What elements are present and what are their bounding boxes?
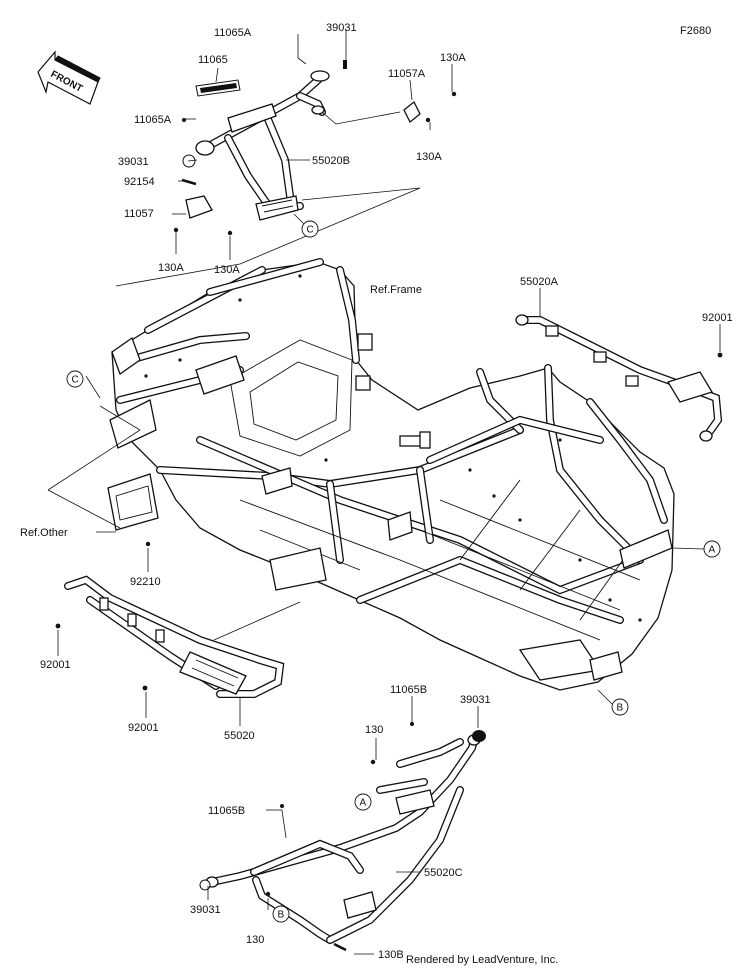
bolt-92001-right — [717, 352, 723, 358]
part-label-92001-right: 92001 — [702, 312, 733, 324]
part-label-130A-bl: 130A — [158, 262, 184, 274]
part-label-130A-right: 130A — [416, 151, 442, 163]
part-label-130B: 130B — [378, 949, 404, 961]
part-label-130A-br: 130A — [214, 264, 240, 276]
callout-A-right: A — [703, 540, 721, 558]
part-label-ref-frame: Ref.Frame — [370, 284, 422, 296]
part-label-11065B-bottom: 11065B — [208, 805, 245, 817]
part-label-11057: 11057 — [124, 208, 154, 220]
part-label-39031-bottom: 39031 — [190, 904, 221, 916]
cap-39031-right — [472, 730, 486, 742]
main-frame — [109, 258, 675, 691]
diagram-code: F2680 — [680, 25, 711, 37]
svg-text:C: C — [307, 225, 314, 236]
bumper-55020C — [205, 734, 481, 944]
part-label-11065: 11065 — [198, 54, 228, 66]
bolt-92210 — [145, 541, 151, 547]
svg-text:A: A — [360, 798, 367, 809]
bolt-130B — [333, 942, 347, 952]
bolt-92001-left — [55, 623, 61, 629]
bolt-130A-right — [425, 117, 431, 123]
callout-B-right: B — [611, 698, 629, 716]
bolt-130A-br — [227, 230, 233, 236]
part-label-11057A: 11057A — [388, 68, 426, 80]
front-guard-55020B — [185, 70, 421, 221]
part-label-55020: 55020 — [224, 730, 255, 742]
bolt-92001-mid — [142, 685, 148, 691]
part-label-11065B-top: 11065B — [390, 684, 427, 696]
part-label-92154: 92154 — [124, 176, 155, 188]
bolt-11065B-top — [410, 722, 414, 726]
part-label-39031-top: 39031 — [326, 22, 357, 34]
part-label-11065A-top: 11065A — [214, 27, 252, 39]
part-label-55020C: 55020C — [424, 867, 463, 879]
callout-B-bottom: B — [272, 905, 290, 923]
bolt-130-bottom — [265, 891, 271, 897]
bolt-39031-top — [343, 60, 347, 69]
callout-C-left: C — [66, 370, 84, 388]
callout-C-top: C — [301, 220, 319, 238]
side-step-55020 — [64, 575, 285, 698]
part-label-130A-top: 130A — [440, 52, 466, 64]
callout-A-bottom: A — [354, 793, 372, 811]
svg-text:A: A — [709, 545, 716, 556]
bolt-130A-bl — [173, 227, 179, 233]
plate-ref-other — [107, 473, 159, 531]
part-label-55020A: 55020A — [520, 276, 559, 288]
front-arrow-icon: FRONT — [37, 50, 101, 105]
cap-39031-bottom — [199, 879, 211, 891]
part-label-92210: 92210 — [130, 576, 161, 588]
svg-text:B: B — [617, 703, 624, 714]
part-label-92001-mid: 92001 — [128, 722, 159, 734]
bolt-130 — [370, 759, 376, 765]
part-label-130-bottom: 130 — [246, 934, 264, 946]
part-label-55020B: 55020B — [312, 155, 350, 167]
part-label-92001-left: 92001 — [40, 659, 71, 671]
screw-92154 — [181, 178, 197, 186]
part-label-ref-other: Ref.Other — [20, 527, 68, 539]
part-label-39031-right: 39031 — [460, 694, 491, 706]
decal-11065 — [195, 79, 241, 97]
svg-text:B: B — [278, 910, 285, 921]
part-label-130: 130 — [365, 724, 383, 736]
part-label-11065A-left: 11065A — [134, 114, 172, 126]
part-label-39031-left: 39031 — [118, 156, 149, 168]
svg-text:C: C — [72, 375, 79, 386]
bolt-11065B-bottom — [280, 804, 284, 808]
credit-text: Rendered by LeadVenture, Inc. — [406, 954, 558, 966]
rear-bar-55020A — [515, 314, 723, 442]
bolt-130A-top — [451, 91, 457, 97]
